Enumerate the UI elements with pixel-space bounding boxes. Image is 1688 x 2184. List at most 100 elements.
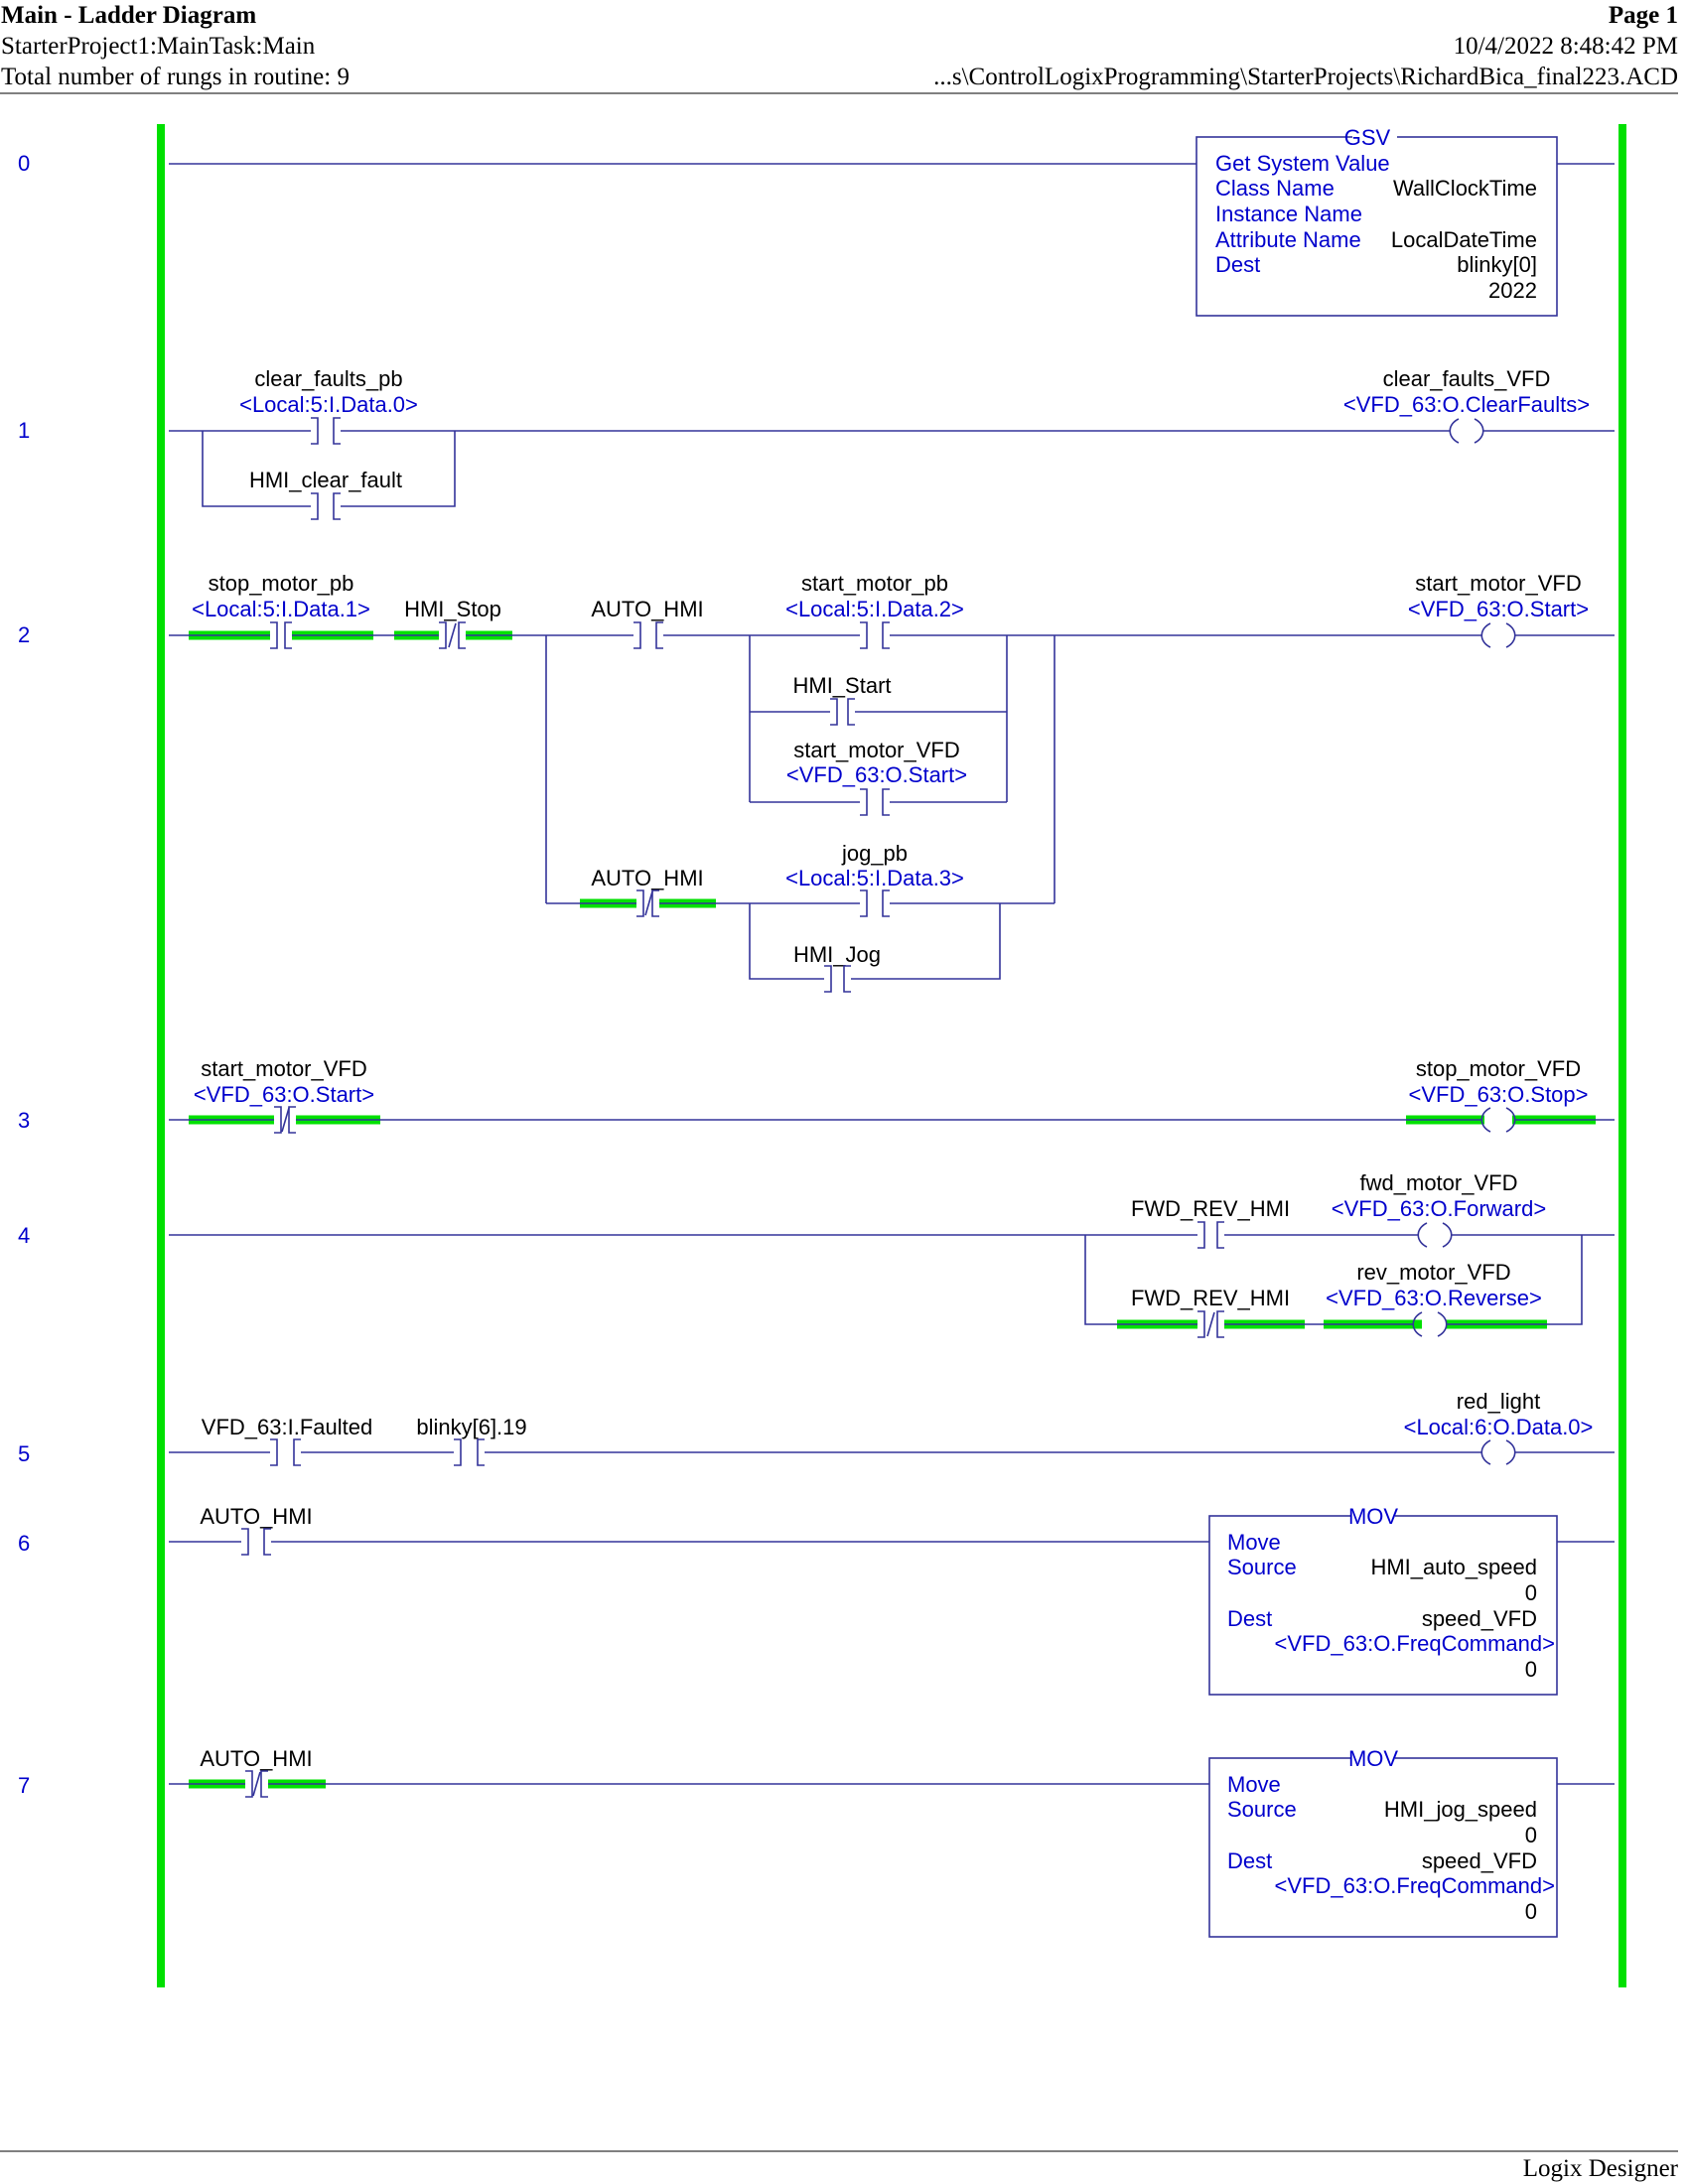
ote-coil[interactable] (1480, 1439, 1516, 1465)
print-datetime: 10/4/2022 8:48:42 PM (1453, 33, 1678, 60)
tag-label: AUTO_HMI (591, 597, 703, 621)
mov-source-live-value: 0 (1525, 1580, 1537, 1605)
rung-2: stop_motor_pb HMI_Stop AUTO_HMI start_mo… (169, 571, 1615, 993)
tag-label: start_motor_VFD (793, 738, 960, 762)
rung-3: start_motor_VFD <VFD_63:O.Start> stop_mo… (169, 1056, 1615, 1134)
tag-address: <VFD_63:O.Reverse> (1326, 1286, 1542, 1310)
tag-label: HMI_Stop (404, 597, 501, 621)
rung-number: 2 (18, 622, 30, 647)
xic-contact[interactable] (270, 1438, 301, 1466)
gsv-dest-label: Dest (1215, 252, 1260, 277)
xic-contact[interactable] (270, 621, 292, 649)
tag-label: AUTO_HMI (591, 866, 703, 890)
gsv-dest-live-value: 2022 (1488, 278, 1537, 303)
rung-number: 3 (18, 1108, 30, 1133)
tag-label: fwd_motor_VFD (1360, 1170, 1518, 1195)
tag-label: FWD_REV_HMI (1131, 1196, 1290, 1221)
tag-label: FWD_REV_HMI (1131, 1286, 1290, 1310)
project-file-path: ...s\ControlLogixProgramming\StarterProj… (933, 64, 1678, 90)
xic-contact[interactable] (454, 1438, 485, 1466)
tag-label: jog_pb (841, 841, 908, 866)
mov-dest-value: speed_VFD (1422, 1606, 1537, 1631)
xio-contact[interactable] (245, 1770, 268, 1798)
xic-contact[interactable] (830, 698, 855, 726)
tag-label: stop_motor_pb (209, 571, 354, 596)
xic-contact[interactable] (824, 965, 851, 993)
xic-contact[interactable] (860, 889, 890, 917)
mov-instruction[interactable]: MOV Move Source Dest <VFD_63:O.FreqComma… (1208, 1504, 1558, 1696)
xic-contact[interactable] (241, 1528, 271, 1556)
mov-source-label: Source (1227, 1797, 1297, 1822)
tag-label: stop_motor_VFD (1416, 1056, 1581, 1081)
tag-label: AUTO_HMI (200, 1746, 312, 1771)
energized-wire (189, 630, 716, 908)
tag-address: <Local:5:I.Data.1> (192, 597, 370, 621)
rung-number: 0 (18, 151, 30, 176)
ote-coil[interactable] (1412, 1311, 1448, 1337)
rung-5: VFD_63:I.Faulted blinky[6].19 red_light … (169, 1389, 1615, 1466)
mov-desc: Move (1227, 1530, 1281, 1555)
mov-source-value: HMI_jog_speed (1384, 1797, 1537, 1822)
tag-label: start_motor_VFD (201, 1056, 367, 1081)
rung-7: AUTO_HMI MOV Move Source Dest <VFD_63:O.… (169, 1746, 1615, 1938)
xic-contact[interactable] (633, 621, 663, 649)
left-power-rail (157, 124, 165, 1987)
mov-dest-value: speed_VFD (1422, 1848, 1537, 1873)
tag-address: <Local:5:I.Data.2> (785, 597, 964, 621)
mov-dest-live-value: 0 (1525, 1899, 1537, 1924)
xic-contact[interactable] (860, 621, 890, 649)
ote-coil[interactable] (1480, 622, 1516, 648)
ote-coil[interactable] (1417, 1222, 1453, 1248)
tag-label: VFD_63:I.Faulted (202, 1415, 372, 1439)
xio-contact[interactable] (439, 621, 466, 649)
mov-dest-alias: <VFD_63:O.FreqCommand> (1275, 1631, 1555, 1656)
gsv-instruction[interactable]: GSV Get System Value Class Name Instance… (1196, 125, 1558, 317)
xio-contact[interactable] (274, 1106, 296, 1134)
mov-dest-alias: <VFD_63:O.FreqCommand> (1275, 1873, 1555, 1898)
mov-name: MOV (1348, 1746, 1398, 1771)
xio-contact[interactable] (1197, 1310, 1224, 1338)
xic-contact[interactable] (311, 417, 341, 445)
mov-name: MOV (1348, 1504, 1398, 1529)
tag-label: AUTO_HMI (200, 1504, 312, 1529)
tag-label: blinky[6].19 (416, 1415, 526, 1439)
tag-label: rev_motor_VFD (1356, 1260, 1510, 1285)
rung-numbers: 0 1 2 3 4 5 6 7 (18, 151, 30, 1798)
mov-source-label: Source (1227, 1555, 1297, 1579)
tag-address: <VFD_63:O.Forward> (1332, 1196, 1546, 1221)
routine-path: StarterProject1:MainTask:Main (1, 33, 316, 60)
gsv-dest-value: blinky[0] (1457, 252, 1537, 277)
gsv-class-label: Class Name (1215, 176, 1335, 201)
tag-label: HMI_clear_fault (249, 468, 402, 492)
gsv-name: GSV (1344, 125, 1391, 150)
rung-count: Total number of rungs in routine: 9 (1, 64, 350, 90)
xio-contact[interactable] (636, 889, 659, 917)
tag-label: start_motor_VFD (1415, 571, 1582, 596)
rung-number: 4 (18, 1223, 30, 1248)
xic-contact[interactable] (311, 492, 341, 520)
tag-label: HMI_Jog (793, 942, 881, 967)
mov-instruction[interactable]: MOV Move Source Dest <VFD_63:O.FreqComma… (1208, 1746, 1558, 1938)
page-title: Main - Ladder Diagram (1, 2, 257, 29)
tag-address: <VFD_63:O.Start> (194, 1082, 374, 1107)
tag-address: <VFD_63:O.Stop> (1409, 1082, 1589, 1107)
ote-coil[interactable] (1480, 1107, 1516, 1133)
xic-contact[interactable] (1197, 1221, 1224, 1249)
ote-coil[interactable] (1449, 418, 1484, 444)
rung-4: FWD_REV_HMI fwd_motor_VFD FWD_REV_HMI re… (169, 1170, 1615, 1338)
tag-label: start_motor_pb (801, 571, 948, 596)
tag-label: clear_faults_VFD (1383, 366, 1551, 391)
mov-dest-label: Dest (1227, 1606, 1272, 1631)
tag-address: <Local:5:I.Data.0> (239, 392, 418, 417)
gsv-instance-label: Instance Name (1215, 202, 1362, 226)
tag-address: <VFD_63:O.Start> (1408, 597, 1589, 621)
right-power-rail (1618, 124, 1626, 1987)
xic-contact[interactable] (860, 788, 890, 816)
tag-address: <Local:5:I.Data.3> (785, 866, 964, 890)
rung-6: AUTO_HMI MOV Move Source Dest <VFD_63:O.… (169, 1504, 1615, 1696)
mov-dest-label: Dest (1227, 1848, 1272, 1873)
page-number: Page 1 (1608, 2, 1678, 29)
rung-number: 1 (18, 418, 30, 443)
mov-source-live-value: 0 (1525, 1823, 1537, 1847)
